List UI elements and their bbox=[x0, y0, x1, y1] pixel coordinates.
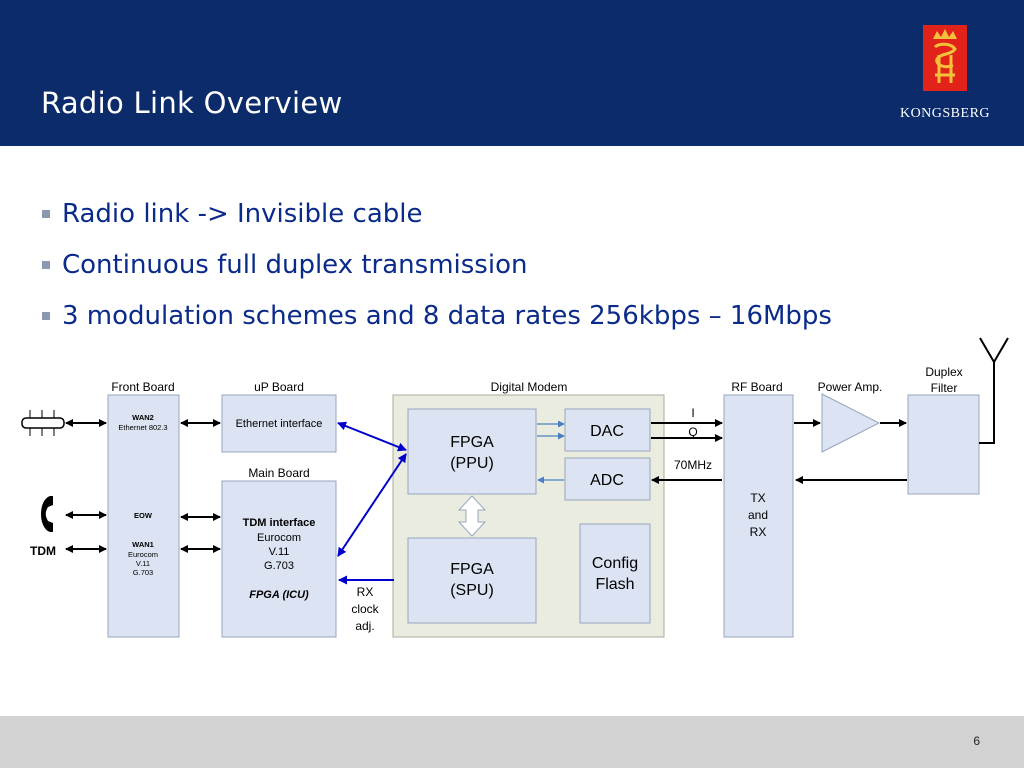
rf-board-label: RF Board bbox=[731, 380, 782, 394]
fpga-spu-box bbox=[407, 537, 537, 624]
ethernet-to-ppu-link bbox=[337, 421, 407, 452]
wan1-label: WAN1 bbox=[132, 540, 154, 549]
dac-box bbox=[564, 408, 651, 452]
bullet-item: Continuous full duplex transmission bbox=[40, 247, 832, 298]
duplex-filter-box bbox=[907, 394, 980, 495]
bullet-square-icon bbox=[42, 261, 50, 269]
bullet-text: Radio link -> Invisible cable bbox=[62, 199, 423, 229]
main-board-box bbox=[221, 480, 337, 638]
bullet-item: 3 modulation schemes and 8 data rates 25… bbox=[40, 298, 832, 349]
tdm-to-ppu-link bbox=[337, 453, 407, 557]
wan1-line: G.703 bbox=[133, 568, 153, 577]
config-flash-label: Config bbox=[592, 555, 638, 572]
tdm-interface-line: Eurocom bbox=[257, 532, 301, 544]
tdm-interface-title: TDM interface bbox=[243, 517, 316, 529]
page-number: 6 bbox=[973, 734, 980, 748]
config-flash-label: Flash bbox=[595, 576, 634, 593]
tdm-interface-line: G.703 bbox=[264, 560, 294, 572]
dac-label: DAC bbox=[590, 423, 624, 440]
rx-clock-label: clock bbox=[351, 602, 379, 616]
tdm-label: TDM bbox=[30, 544, 56, 558]
if-frequency-label: 70MHz bbox=[674, 458, 712, 472]
rf-board-box bbox=[723, 394, 794, 638]
crown-emblem-icon bbox=[923, 25, 967, 91]
adc-label: ADC bbox=[590, 472, 624, 489]
bullet-list: Radio link -> Invisible cable Continuous… bbox=[40, 196, 832, 349]
tdm-interface-line: V.11 bbox=[269, 546, 290, 558]
fpga-spu-label: FPGA bbox=[450, 561, 494, 578]
front-board-label: Front Board bbox=[111, 380, 174, 394]
bullet-square-icon bbox=[42, 312, 50, 320]
bullet-text: Continuous full duplex transmission bbox=[62, 250, 528, 280]
fpga-ppu-label: (PPU) bbox=[450, 455, 494, 472]
ethernet-interface-label: Ethernet interface bbox=[236, 418, 323, 430]
up-board-label: uP Board bbox=[254, 380, 304, 394]
rf-board-text: RX bbox=[750, 525, 767, 539]
kongsberg-logo: KONGSBERG bbox=[880, 20, 1010, 130]
logo-wordmark: KONGSBERG bbox=[899, 106, 991, 121]
slide-header: Radio Link Overview KONGSBERG bbox=[0, 0, 1024, 146]
duplex-filter-label: Filter bbox=[931, 381, 958, 395]
fpga-ppu-box bbox=[407, 408, 537, 495]
radio-link-block-diagram: Front Board uP Board Digital Modem RF Bo… bbox=[0, 330, 1024, 710]
wan2-sub: Ethernet 802.3 bbox=[118, 423, 167, 432]
slide-title: Radio Link Overview bbox=[41, 86, 343, 120]
adc-box bbox=[564, 457, 651, 501]
fpga-icu-label: FPGA (ICU) bbox=[249, 589, 309, 601]
front-board-box bbox=[107, 394, 180, 638]
rf-board-text: and bbox=[748, 508, 768, 522]
rx-clock-label: adj. bbox=[355, 619, 374, 633]
bullet-item: Radio link -> Invisible cable bbox=[40, 196, 832, 247]
antenna-icon bbox=[979, 337, 1009, 444]
main-board-label: Main Board bbox=[248, 466, 309, 480]
wan1-line: V.11 bbox=[136, 559, 150, 568]
ethernet-connector-icon bbox=[21, 410, 65, 436]
config-flash-box bbox=[579, 523, 651, 624]
slide-footer: 6 bbox=[0, 716, 1024, 768]
q-signal-label: Q bbox=[688, 425, 697, 439]
power-amp-label: Power Amp. bbox=[818, 380, 883, 394]
rx-clock-label: RX bbox=[357, 585, 374, 599]
fpga-spu-label: (SPU) bbox=[450, 582, 494, 599]
fpga-ppu-label: FPGA bbox=[450, 434, 494, 451]
ppu-spu-link-arrow bbox=[457, 495, 487, 537]
wan1-line: Eurocom bbox=[128, 550, 158, 559]
i-signal-label: I bbox=[691, 406, 694, 420]
ethernet-interface-box bbox=[221, 394, 337, 453]
rf-board-text: TX bbox=[750, 491, 765, 505]
digital-modem-label: Digital Modem bbox=[491, 380, 568, 394]
power-amp-triangle bbox=[821, 393, 881, 453]
eow-label: EOW bbox=[134, 511, 153, 520]
bullet-square-icon bbox=[42, 210, 50, 218]
duplex-filter-label: Duplex bbox=[925, 365, 962, 379]
telephone-handset-icon bbox=[41, 496, 53, 532]
wan2-label: WAN2 bbox=[132, 413, 154, 422]
bullet-text: 3 modulation schemes and 8 data rates 25… bbox=[62, 301, 832, 331]
